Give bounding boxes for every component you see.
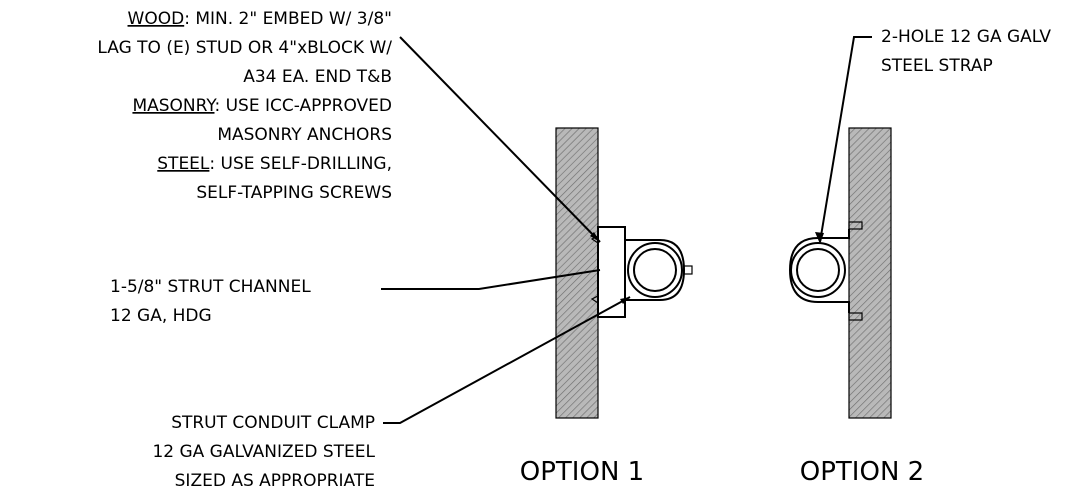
option2-conduit-inner [796, 248, 840, 292]
option2-strap-tab-bottom [848, 312, 863, 321]
leader-strap [819, 36, 872, 243]
option1-caption: OPTION 1 [520, 457, 644, 487]
wood-label: WOOD [128, 9, 185, 29]
option2-strap-tab-top [848, 221, 863, 230]
option1-conduit-inner [633, 248, 677, 292]
option1-conduit-outer [627, 242, 683, 298]
option2-wall [848, 127, 892, 419]
masonry-label: MASONRY [132, 96, 217, 116]
leader-lines [381, 36, 872, 424]
conduit-clamp-line1: STRUT CONDUIT CLAMP [171, 413, 375, 433]
masonry-text-2: MASONRY ANCHORS [217, 125, 392, 145]
anchor-note-line6: STEEL: USE SELF-DRILLING, [157, 154, 392, 174]
strap-line1: 2-HOLE 12 GA GALV [881, 27, 1051, 47]
strut-channel-line2: 12 GA, HDG [110, 306, 212, 326]
strap-line2: STEEL STRAP [881, 56, 993, 76]
conduit-clamp-line3: SIZED AS APPROPRIATE [175, 471, 375, 491]
leader-conduit-clamp [383, 296, 631, 424]
anchor-note-line1: WOOD: MIN. 2" EMBED W/ 3/8" [128, 9, 392, 29]
strut-channel-note: 1-5/8" STRUT CHANNEL 12 GA, HDG [110, 277, 311, 326]
option1-strut-channel [597, 226, 626, 318]
option2-caption: OPTION 2 [800, 457, 924, 487]
steel-label: STEEL [157, 154, 210, 174]
leader-strut-channel [381, 269, 601, 290]
strap-note: 2-HOLE 12 GA GALV STEEL STRAP [881, 27, 1051, 76]
option1-clamp-bolt [683, 265, 693, 275]
wood-text-2: LAG TO (E) STUD OR 4"xBLOCK W/ [97, 38, 392, 58]
conduit-clamp-line2: 12 GA GALVANIZED STEEL [152, 442, 375, 462]
anchor-note: WOOD: MIN. 2" EMBED W/ 3/8" LAG TO (E) S… [97, 9, 392, 203]
leader-anchor-note [399, 36, 601, 243]
wood-text-3: A34 EA. END T&B [243, 67, 392, 87]
steel-text-1: : USE SELF-DRILLING, [209, 154, 392, 174]
strut-channel-line1: 1-5/8" STRUT CHANNEL [110, 277, 311, 297]
option1-anchor-bottom [590, 295, 599, 305]
masonry-text-1: : USE ICC-APPROVED [214, 96, 392, 116]
option2-conduit-outer [790, 242, 846, 298]
steel-text-2: SELF-TAPPING SCREWS [196, 183, 392, 203]
wood-text-1: : MIN. 2" EMBED W/ 3/8" [184, 9, 392, 29]
option1-detail [555, 127, 693, 419]
option2-detail [788, 127, 892, 419]
leader-strap-arrow [815, 232, 824, 244]
leader-clamp-arrow [620, 297, 630, 304]
anchor-note-line4: MASONRY: USE ICC-APPROVED [132, 96, 392, 116]
leader-anchor-arrow [590, 232, 600, 242]
conduit-clamp-note: STRUT CONDUIT CLAMP 12 GA GALVANIZED STE… [152, 413, 375, 491]
